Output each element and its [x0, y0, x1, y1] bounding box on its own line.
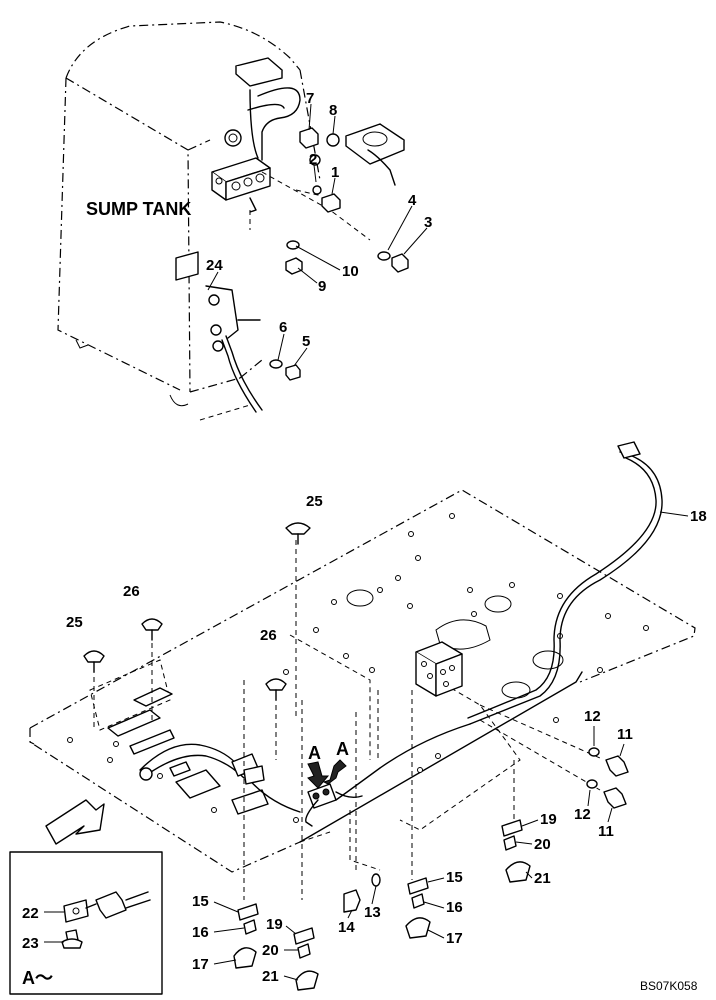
label-part-19-right: 19	[540, 811, 557, 828]
label-part-16-right: 16	[446, 899, 463, 916]
label-part-5: 5	[302, 333, 310, 350]
label-part-7: 7	[306, 90, 314, 107]
label-view-a-2: A	[336, 739, 349, 759]
sump-tank-label: SUMP TANK	[86, 199, 191, 219]
label-part-21-left: 21	[262, 968, 279, 985]
label-part-3: 3	[424, 214, 432, 231]
drawing-code: BS07K058	[640, 979, 698, 993]
sump-tank: SUMP TANK	[57, 21, 428, 421]
label-part-24: 24	[206, 257, 223, 274]
fittings-right	[586, 747, 629, 809]
label-part-1: 1	[331, 164, 339, 181]
label-part-4: 4	[408, 192, 417, 209]
label-part-26-center: 26	[260, 627, 277, 644]
label-part-2: 2	[309, 151, 317, 168]
label-part-9: 9	[318, 278, 326, 295]
label-part-10: 10	[342, 263, 359, 280]
label-part-8: 8	[329, 102, 337, 119]
label-part-17-left: 17	[192, 956, 209, 973]
part-number-labels: 7 8 2 1 4 3 10 9 24 6 5 25 26 25 26 18 A…	[22, 90, 707, 993]
label-part-16-left: 16	[192, 924, 209, 941]
label-part-13: 13	[364, 904, 381, 921]
label-part-12-lower: 12	[574, 806, 591, 823]
label-part-12-upper: 12	[584, 708, 601, 725]
label-view-a-1: A	[308, 743, 321, 763]
label-part-26-left: 26	[123, 583, 140, 600]
clamps-bottom	[233, 819, 531, 991]
label-part-6: 6	[279, 319, 287, 336]
label-part-11-lower: 11	[598, 823, 614, 840]
label-part-15-left: 15	[192, 893, 209, 910]
label-part-17-right: 17	[446, 930, 463, 947]
floor-plate	[29, 441, 696, 900]
label-part-25-upper: 25	[306, 493, 323, 510]
label-part-23: 23	[22, 935, 39, 952]
label-part-20-right: 20	[534, 836, 551, 853]
label-part-18: 18	[690, 508, 707, 525]
label-inset-a: A～	[22, 968, 53, 988]
label-part-22: 22	[22, 905, 39, 922]
label-part-25-left: 25	[66, 614, 83, 631]
inset-view-a	[9, 851, 163, 995]
label-part-15-right: 15	[446, 869, 463, 886]
label-part-19-left: 19	[266, 916, 283, 933]
label-part-21-right: 21	[534, 870, 551, 887]
label-part-11-upper: 11	[617, 726, 633, 743]
label-part-14: 14	[338, 919, 355, 936]
plate-holes	[67, 513, 649, 823]
label-part-20-left: 20	[262, 942, 279, 959]
